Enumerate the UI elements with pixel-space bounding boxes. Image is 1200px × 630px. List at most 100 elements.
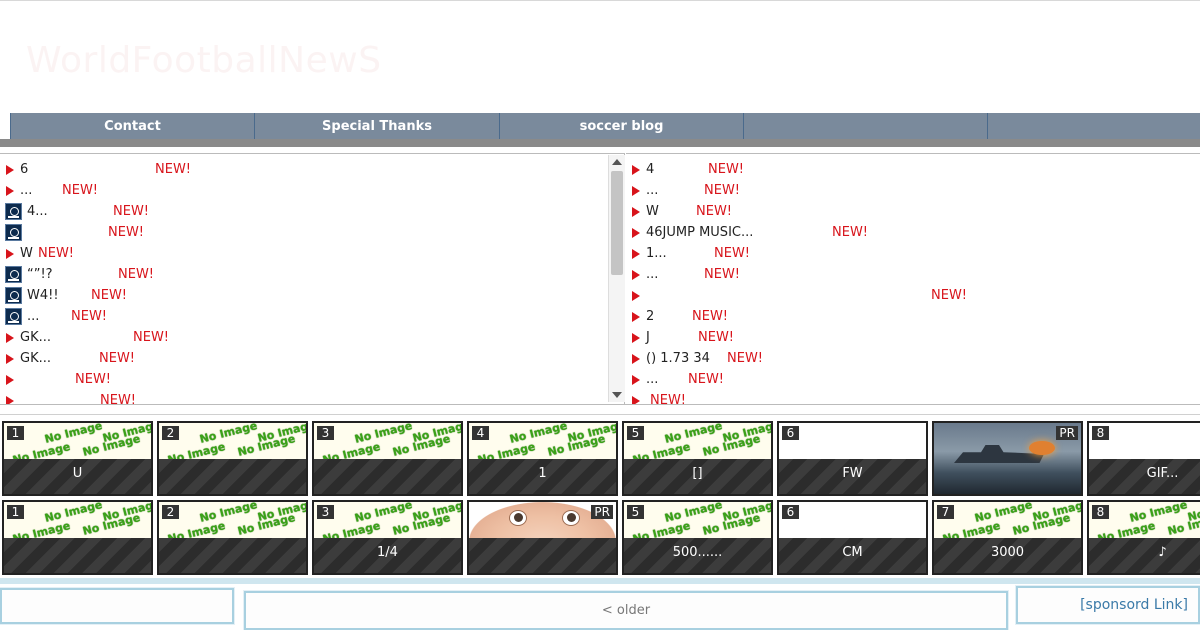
list-item[interactable]: NEW! [626, 285, 1200, 306]
list-item-title[interactable]: ... [646, 372, 659, 387]
list-item[interactable]: 46JUMP MUSIC...NEW! [626, 222, 1200, 243]
sponsored-link[interactable]: [sponsord Link] [1016, 586, 1200, 624]
list-item[interactable]: 1...NEW! [626, 243, 1200, 264]
tile-caption: 1/4 [377, 545, 398, 560]
list-item-title[interactable]: W4!! [27, 288, 59, 303]
list-item-title[interactable]: W [646, 204, 659, 219]
triangle-icon [6, 332, 14, 343]
rank-badge: 8 [1092, 505, 1109, 519]
scroll-down-icon[interactable] [612, 392, 622, 398]
tile-caption: 500...... [672, 545, 723, 560]
list-item-title[interactable]: 1... [646, 246, 667, 261]
list-item-title[interactable]: GK... [20, 351, 51, 366]
list-item[interactable]: W4!!NEW! [0, 285, 624, 306]
list-item-title[interactable]: ... [646, 183, 659, 198]
triangle-icon [6, 164, 14, 175]
list-item-title[interactable]: 6 [20, 162, 29, 177]
new-badge: NEW! [931, 288, 968, 303]
list-item[interactable]: NEW! [0, 369, 624, 390]
list-item-title[interactable]: ... [27, 309, 40, 324]
rank-badge: 7 [937, 505, 954, 519]
list-item[interactable]: “”!?NEW! [0, 264, 624, 285]
scroll-up-icon[interactable] [612, 159, 622, 165]
list-item[interactable]: NEW! [626, 390, 1200, 404]
top-border [0, 0, 1200, 1]
list-item-title[interactable]: W [20, 246, 33, 261]
list-item-title[interactable]: () 1.73 34 [646, 351, 710, 366]
list-item-title[interactable]: “”!? [27, 267, 53, 282]
list-item-title[interactable]: J [646, 330, 650, 345]
list-item[interactable]: W NEW! [626, 201, 1200, 222]
new-badge: NEW! [704, 183, 741, 198]
thumbnail-tile[interactable]: PR [932, 421, 1083, 496]
scrollbar-thumb[interactable] [611, 171, 623, 275]
new-badge: NEW! [696, 204, 733, 219]
list-item[interactable]: ... NEW! [0, 180, 624, 201]
pr-badge: PR [1056, 426, 1078, 440]
triangle-icon [6, 353, 14, 364]
list-item[interactable]: ...NEW! [626, 264, 1200, 285]
nav-item-4[interactable] [743, 113, 987, 139]
list-item-title[interactable]: ... [646, 267, 659, 282]
list-item-title[interactable]: 4 [646, 162, 655, 177]
nav-soccer-blog[interactable]: soccer blog [499, 113, 743, 139]
rank-badge: 3 [317, 505, 334, 519]
thumbnail-tile[interactable]: PR [467, 500, 618, 575]
list-item[interactable]: 6 NEW! [0, 159, 624, 180]
nav-item-5[interactable] [987, 113, 1200, 139]
list-item[interactable]: NEW! [0, 390, 624, 404]
new-badge: NEW! [155, 162, 192, 177]
tile-caption-bar: GIF... [1089, 459, 1200, 494]
eye-icon [562, 510, 580, 526]
list-item-title[interactable]: GK... [20, 330, 51, 345]
list-item-title[interactable]: ... [20, 183, 33, 198]
divider [0, 414, 1200, 415]
list-item[interactable]: GK...NEW! [0, 348, 624, 369]
new-badge: NEW! [62, 183, 99, 198]
list-item-title[interactable]: 4... [27, 204, 48, 219]
triangle-icon [632, 227, 640, 238]
list-item[interactable]: NEW! [0, 222, 624, 243]
list-item[interactable]: GK...NEW! [0, 327, 624, 348]
left-list-scrollbar[interactable] [608, 155, 625, 402]
new-badge: NEW! [71, 309, 108, 324]
tile-caption: GIF... [1146, 466, 1179, 481]
list-item-title[interactable]: 46JUMP MUSIC... [646, 225, 754, 240]
list-item[interactable]: ...NEW! [626, 369, 1200, 390]
list-item[interactable]: () 1.73 34 NEW! [626, 348, 1200, 369]
no-image-text: No Image [1186, 502, 1200, 524]
list-item-title[interactable]: 2 [646, 309, 655, 324]
site-title[interactable]: WorldFootballNewS [26, 40, 382, 81]
nav-contact[interactable]: Contact [10, 113, 254, 139]
new-badge: NEW! [75, 372, 112, 387]
list-item[interactable]: ... NEW! [626, 180, 1200, 201]
list-item[interactable]: 4...NEW! [0, 201, 624, 222]
nav-special-thanks[interactable]: Special Thanks [254, 113, 499, 139]
footer-left-box [0, 588, 234, 624]
rank-badge: 2 [162, 505, 179, 519]
tile-caption: 3000 [990, 545, 1025, 560]
older-link[interactable]: < older [244, 591, 1008, 630]
new-badge: NEW! [727, 351, 764, 366]
list-item[interactable]: ... NEW! [0, 306, 624, 327]
rank-badge: 6 [782, 505, 799, 519]
